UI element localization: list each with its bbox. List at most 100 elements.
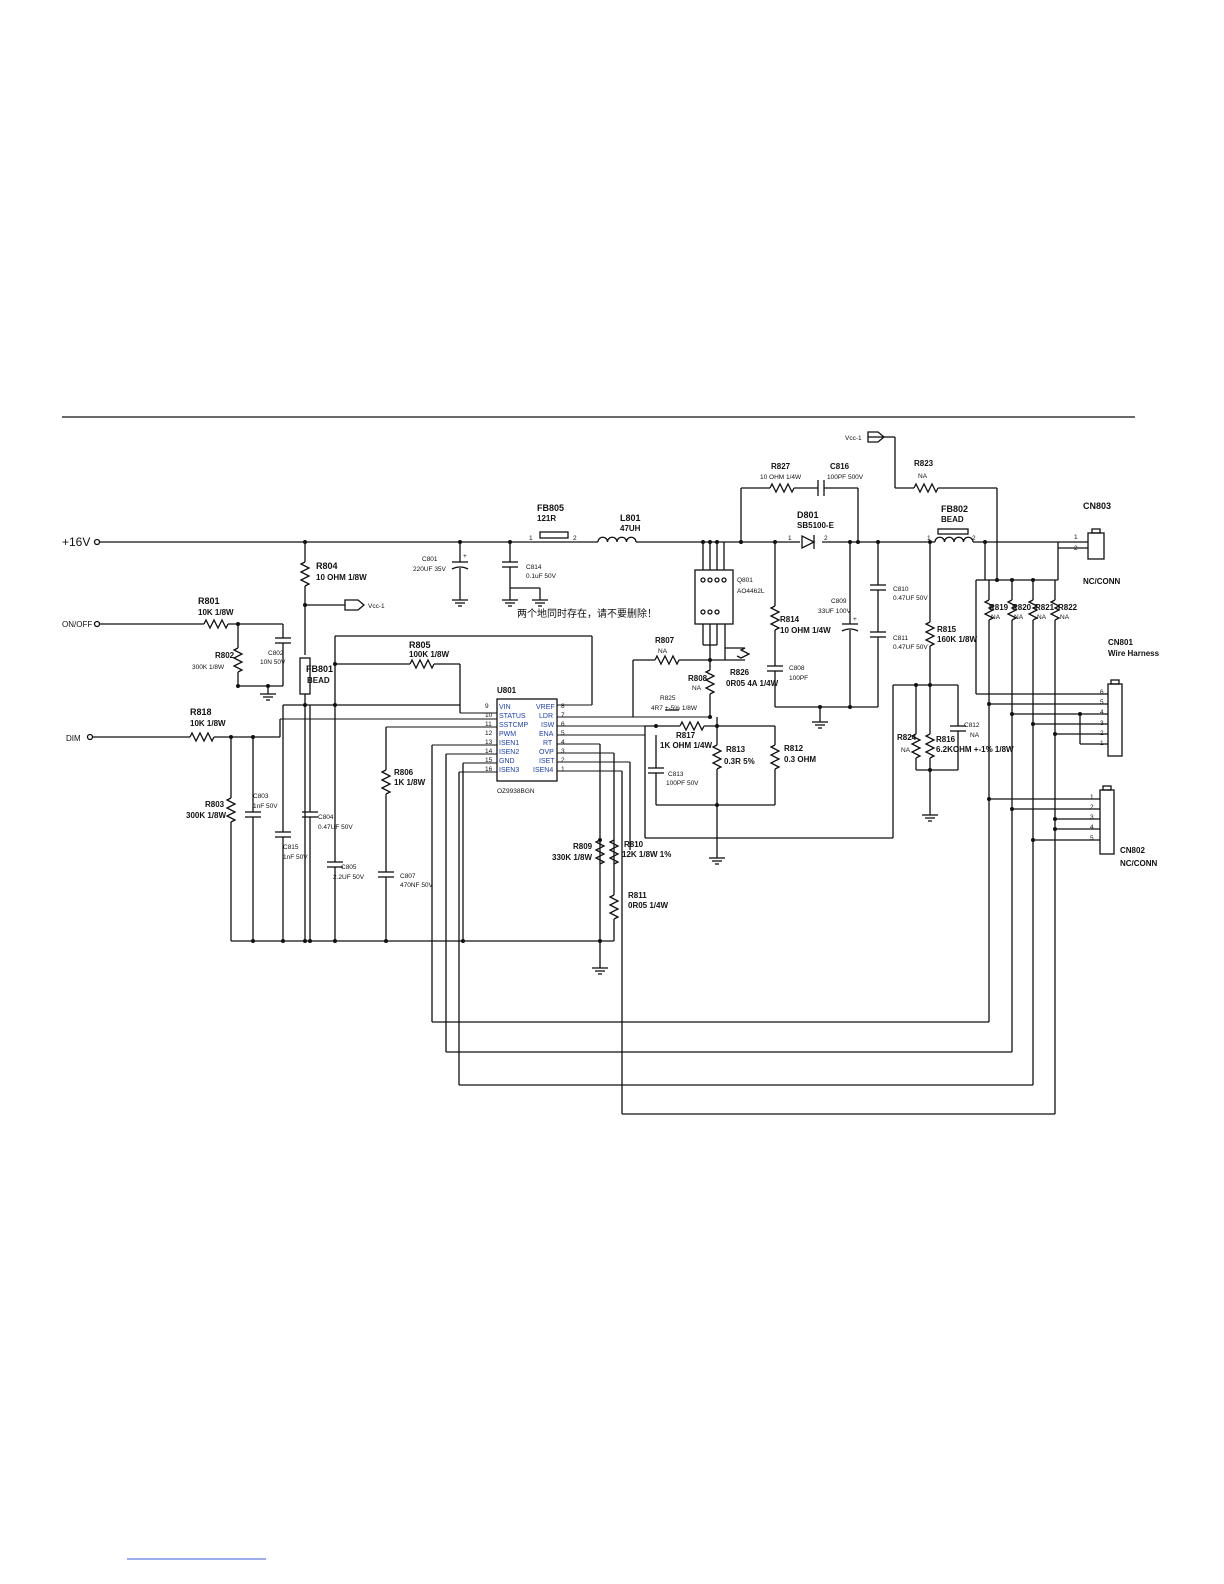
r804-ref: R804 xyxy=(316,561,338,571)
ground-sense xyxy=(709,857,725,865)
c816-ref: C816 xyxy=(830,462,850,471)
r802-value: 300K 1/8W xyxy=(192,664,225,671)
svg-text:ENA: ENA xyxy=(539,731,554,738)
port-v16-label: +16V xyxy=(62,535,90,549)
svg-text:RT: RT xyxy=(543,740,553,747)
r803-ref: R803 xyxy=(205,800,225,809)
r815-resistor: R815 160K 1/8W xyxy=(924,542,977,685)
r825-ref: R825 xyxy=(660,695,676,702)
vcc1-out-label: Vcc-1 xyxy=(368,603,385,610)
c801-capacitor: + C801 220UF 35V xyxy=(413,542,469,600)
fb801-bead: FB801 BEAD xyxy=(299,657,333,941)
cn801-ref: CN801 xyxy=(1108,638,1133,647)
c805-value: 2.2UF 50V xyxy=(333,874,365,881)
svg-text:LDR: LDR xyxy=(539,713,553,720)
c812-value: NA xyxy=(970,732,980,739)
fb802-value: BEAD xyxy=(941,515,964,524)
fb801-value: BEAD xyxy=(307,676,330,685)
r815-value: 160K 1/8W xyxy=(937,635,977,644)
svg-text:13: 13 xyxy=(485,739,493,746)
r815-ref: R815 xyxy=(937,625,957,634)
r818-value: 10K 1/8W xyxy=(190,719,226,728)
cn802-pin1: 1 xyxy=(1090,794,1094,801)
c811-ref: C811 xyxy=(893,635,908,642)
r809-r810-r811: R809 330K 1/8W R810 12K 1/8W 1% R811 0R0… xyxy=(552,839,671,941)
output-ground-wires xyxy=(775,706,878,722)
r810-ref: R810 xyxy=(624,840,644,849)
r814-resistor: R814 10 OHM 1/4W xyxy=(769,542,831,666)
fb805-ref: FB805 xyxy=(537,503,564,513)
cn801-connector: CN801 Wire Harness 6 5 4 3 2 1 xyxy=(975,579,1160,757)
l801-value: 47UH xyxy=(620,524,641,533)
r817-ref: R817 xyxy=(676,731,696,740)
r814-ref: R814 xyxy=(780,615,800,624)
r805-value: 100K 1/8W xyxy=(409,650,449,659)
svg-text:+: + xyxy=(853,616,857,623)
r821-value: NA xyxy=(1037,614,1047,621)
c803-value: 1nF 50V xyxy=(253,803,278,810)
u801-ref: U801 xyxy=(497,686,517,695)
u801-ic: U801 OZ9938BGN VIN STATUS SSTCMP PWM ISE… xyxy=(485,686,565,795)
r816-value: 6.2KOHM +-1% 1/8W xyxy=(936,745,1014,754)
cn801-pin6: 6 xyxy=(1100,689,1104,696)
svg-text:ISEN2: ISEN2 xyxy=(499,749,519,756)
r816-r824-c812: R824 NA R816 6.2KOHM +-1% 1/8W C812 NA xyxy=(645,684,1014,839)
r811-ref: R811 xyxy=(628,891,647,900)
svg-text:ISET: ISET xyxy=(539,758,555,765)
r826-value: 0R05 4A 1/4W xyxy=(726,679,779,688)
svg-text:VREF: VREF xyxy=(536,704,555,711)
cn802-pin5: 5 xyxy=(1090,835,1094,842)
r808-value: NA xyxy=(692,685,702,692)
r820-ref: R820 xyxy=(1012,603,1032,612)
r803-value: 300K 1/8W xyxy=(186,811,226,820)
fb805-pin2: 2 xyxy=(573,535,577,542)
c815-ref: C815 xyxy=(283,844,299,851)
port-dim-terminal xyxy=(86,733,94,741)
c810-ref: C810 xyxy=(893,586,909,593)
cn802-pin4: 4 xyxy=(1090,824,1094,831)
d801-value: SB5100-E xyxy=(797,521,835,530)
c811-value: 0.47UF 50V xyxy=(893,644,928,651)
r807-ref: R807 xyxy=(655,636,675,645)
svg-text:+: + xyxy=(463,553,467,560)
fb802-pin2: 2 xyxy=(972,535,976,542)
svg-text:12: 12 xyxy=(485,730,493,737)
r801-ref: R801 xyxy=(198,596,220,606)
r801-value: 10K 1/8W xyxy=(198,608,234,617)
c809-capacitor: + C809 33UF 100V xyxy=(818,542,859,707)
ground-output xyxy=(812,721,828,729)
r812-ref: R812 xyxy=(784,744,804,753)
c807-ref: C807 xyxy=(400,873,416,880)
fb802-bead: 1 2 FB802 BEAD xyxy=(927,504,976,543)
ground-c814a xyxy=(502,599,518,607)
svg-text:1: 1 xyxy=(561,766,565,773)
c809-ref: C809 xyxy=(831,598,847,605)
port-onoff-terminal xyxy=(93,620,101,628)
r823-resistor: R823 NA xyxy=(913,459,939,494)
c803-ref: C803 xyxy=(253,793,269,800)
fb805-pin1: 1 xyxy=(529,535,533,542)
svg-text:6: 6 xyxy=(561,721,565,728)
svg-text:OVP: OVP xyxy=(539,749,554,756)
dim-network: R818 10K 1/8W R803 300K 1/8W C803 1nF 50… xyxy=(93,705,308,941)
svg-text:ISEN3: ISEN3 xyxy=(499,767,519,774)
r806-ref: R806 xyxy=(394,768,414,777)
r805-ref: R805 xyxy=(409,640,431,650)
r814-value: 10 OHM 1/4W xyxy=(780,626,831,635)
junction-dots xyxy=(229,540,1082,943)
r821-ref: R821 xyxy=(1035,603,1055,612)
svg-text:15: 15 xyxy=(485,757,493,764)
cn802-connector: CN802 NC/CONN 1 2 3 4 5 xyxy=(989,785,1158,868)
r813-value: 0.3R 5% xyxy=(724,757,755,766)
onoff-network: R801 10K 1/8W R802 300K 1/8W C802 10N 50… xyxy=(100,596,291,694)
r823-value: NA xyxy=(918,473,928,480)
cn803-connector: 1 2 CN803 NC/CONN xyxy=(1074,501,1121,586)
r807-value: NA xyxy=(658,648,668,655)
svg-text:4: 4 xyxy=(561,739,565,746)
r822-value: NA xyxy=(1060,614,1070,621)
cn802-ref: CN802 xyxy=(1120,846,1145,855)
port-onoff-label: ON/OFF xyxy=(62,620,92,629)
svg-text:ISEN1: ISEN1 xyxy=(499,740,519,747)
cn802-pin3: 3 xyxy=(1090,814,1094,821)
